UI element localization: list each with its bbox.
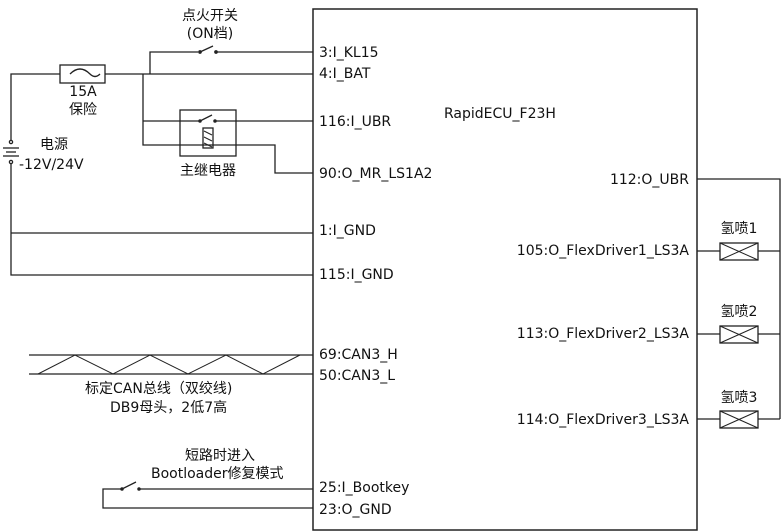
wire-ubr-out: [697, 178, 781, 419]
pin-label: 90:O_MR_LS1A2: [319, 166, 433, 182]
can-label: 标定CAN总线（双绞线): [85, 381, 233, 397]
ecu-name: RapidECU_F23H: [444, 106, 556, 122]
pin-label: 4:I_BAT: [319, 66, 371, 82]
pin-label: 3:I_KL15: [319, 45, 379, 61]
can-sublabel: DB9母头，2低7高: [110, 400, 228, 416]
ignition-switch-sublabel: (ON档): [186, 26, 234, 42]
pin-label: 50:CAN3_L: [319, 368, 396, 384]
bootkey-sublabel: Bootloader修复模式: [151, 466, 284, 482]
injector-label: 氢喷1: [720, 221, 758, 237]
relay-switch-icon: [199, 114, 213, 122]
bootkey-switch-icon: [121, 481, 137, 490]
fuse-icon: [59, 64, 106, 84]
wire-gnd: [10, 164, 313, 276]
ignition-switch-label: 点火开关: [182, 8, 238, 24]
injector-icon: [719, 325, 759, 344]
wire-bat: [10, 73, 60, 140]
battery-icon: [3, 139, 19, 165]
injector-label: 氢喷2: [720, 304, 758, 320]
bootkey-label: 短路时进入: [185, 448, 255, 464]
fuse-rating: 15A: [69, 84, 97, 100]
ignition-switch-icon: [199, 45, 214, 53]
pin-label: 105:O_FlexDriver1_LS3A: [516, 243, 689, 259]
fuse-name: 保险: [69, 102, 97, 118]
power-name: 电源: [40, 137, 68, 153]
relay-box: [179, 109, 237, 157]
injector-icon: [719, 410, 759, 429]
relay-coil-icon: [202, 127, 214, 149]
injector-label: 氢喷3: [720, 390, 758, 406]
pin-label: 116:I_UBR: [319, 114, 392, 130]
pin-label: 112:O_UBR: [609, 172, 689, 188]
twisted-pair-icon: [37, 354, 301, 375]
wire-ubr: [142, 74, 313, 174]
pin-label: 115:I_GND: [319, 267, 394, 283]
wire-kl15: [149, 51, 198, 74]
injector-icon: [719, 242, 759, 261]
pin-label: 114:O_FlexDriver3_LS3A: [516, 412, 689, 428]
pin-label: 69:CAN3_H: [319, 347, 398, 363]
pin-label: 1:I_GND: [319, 223, 376, 239]
relay-label: 主继电器: [180, 163, 236, 179]
power-voltage: -12V/24V: [19, 157, 84, 173]
pin-label: 113:O_FlexDriver2_LS3A: [516, 326, 689, 342]
ecu-box: [312, 8, 698, 531]
pin-label: 23:O_GND: [319, 502, 392, 518]
pin-label: 25:I_Bootkey: [319, 480, 410, 496]
